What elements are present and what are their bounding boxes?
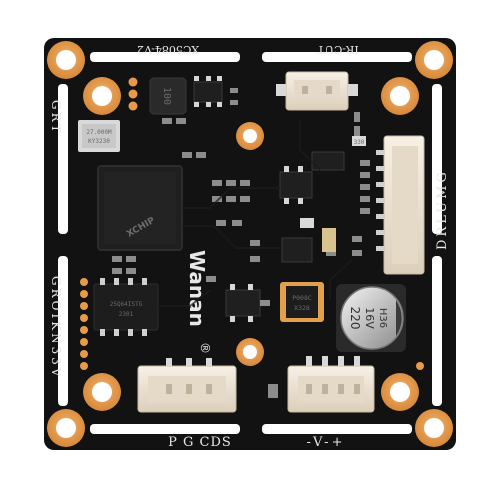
ircut-label: IR-CUT bbox=[317, 43, 359, 56]
smd-components: 330 bbox=[112, 76, 370, 398]
connector-ircut bbox=[276, 71, 358, 111]
svg-text:16V: 16V bbox=[363, 307, 376, 329]
svg-text:330: 330 bbox=[354, 139, 365, 146]
svg-text:X328: X328 bbox=[294, 304, 310, 312]
connector-right bbox=[376, 135, 425, 275]
model-label: XC5084-V2 bbox=[137, 43, 199, 56]
grt-label: GRT bbox=[49, 100, 63, 135]
svg-text:KY3230: KY3230 bbox=[88, 138, 110, 145]
board-slots bbox=[58, 52, 442, 434]
svg-text:100: 100 bbox=[161, 87, 172, 105]
pcb-traces bbox=[158, 120, 353, 307]
svg-text:27.000M: 27.000M bbox=[86, 129, 112, 136]
svg-text:2301: 2301 bbox=[119, 311, 134, 318]
registered-mark: ® bbox=[198, 342, 212, 354]
svg-text:220: 220 bbox=[348, 307, 362, 330]
svg-text:P008C: P008C bbox=[292, 294, 312, 302]
connector-bottom-left bbox=[137, 358, 237, 413]
connector-bottom-right bbox=[287, 356, 375, 413]
svg-text:H36: H36 bbox=[377, 308, 388, 328]
pgcds-label: P G CDS bbox=[168, 435, 232, 450]
svg-text:25Q64ISTG: 25Q64ISTG bbox=[110, 301, 143, 308]
inductor: 100 bbox=[149, 77, 187, 115]
electrolytic-capacitor: H36 16V 220 bbox=[336, 284, 406, 352]
vplus-label: -V-+ bbox=[307, 435, 346, 450]
drlumg-label: DRLUMG bbox=[435, 169, 450, 250]
soc-chip: XCHIP bbox=[97, 165, 183, 251]
gold-test-pads bbox=[80, 77, 424, 370]
regulator-chip: P008C X328 bbox=[280, 282, 324, 322]
brand-label: Wanan bbox=[185, 250, 209, 327]
mount-pads bbox=[47, 41, 453, 447]
flash-chip: 25Q64ISTG 2301 bbox=[93, 278, 159, 336]
crystal-oscillator: 27.000M KY3230 bbox=[78, 120, 120, 152]
groikn-label: GROIKN33V bbox=[49, 276, 63, 380]
